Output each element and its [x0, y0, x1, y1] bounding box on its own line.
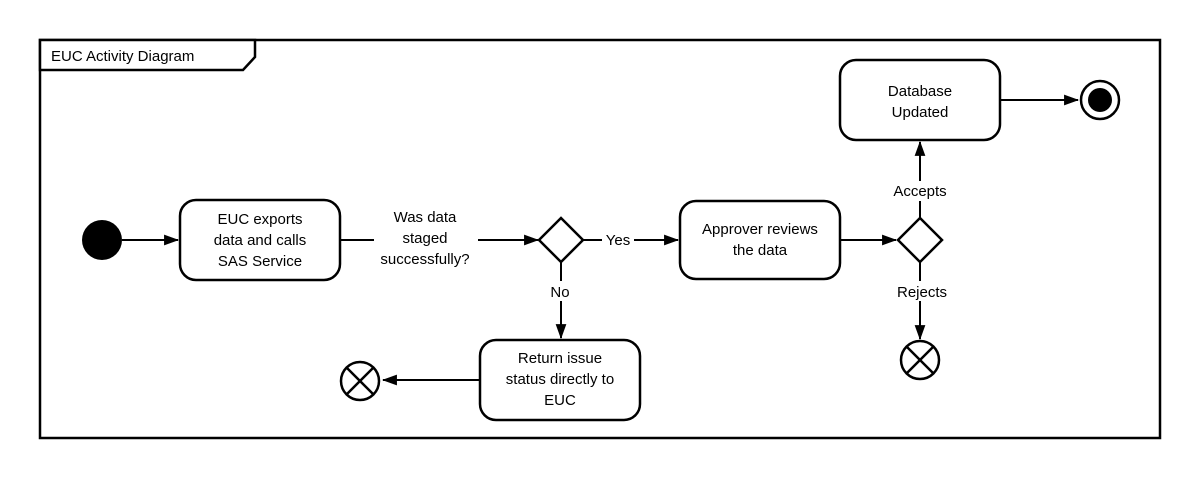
task-euc-exports-label-line3: SAS Service	[218, 253, 302, 270]
edge-label-no: No	[550, 284, 569, 301]
task-approver-reviews	[678, 199, 842, 281]
task-database-updated	[838, 58, 1002, 142]
task-euc-exports-label-line2: data and calls	[214, 232, 307, 249]
frame-title: EUC Activity Diagram	[51, 48, 194, 65]
task-return-label-line3: EUC	[544, 392, 576, 409]
task-euc-exports-label-line1: EUC exports	[217, 211, 302, 228]
task-approver-label-line1: Approver reviews	[702, 221, 818, 238]
flow-final-reject-x2	[906, 346, 934, 374]
task-return-label-line2: status directly to	[506, 371, 614, 388]
edge-label-rejects: Rejects	[897, 284, 947, 301]
initial-node-icon	[82, 220, 122, 260]
task-return-label-line1: Return issue	[518, 350, 602, 367]
edge-question-label-line3: successfully?	[380, 251, 469, 268]
task-database-label-line2: Updated	[892, 104, 949, 121]
frame-title-tab	[38, 38, 257, 72]
flow-final-issue-x2	[346, 367, 374, 395]
edge-label-accepts: Accepts	[893, 183, 946, 200]
edge-label-yes: Yes	[606, 232, 630, 249]
task-approver-label-line2: the data	[733, 242, 788, 259]
final-node-inner-dot-icon	[1088, 88, 1112, 112]
task-database-label-line1: Database	[888, 83, 952, 100]
edge-question-label-line1: Was data	[394, 209, 457, 226]
edge-question-label-line2: staged	[402, 230, 447, 247]
